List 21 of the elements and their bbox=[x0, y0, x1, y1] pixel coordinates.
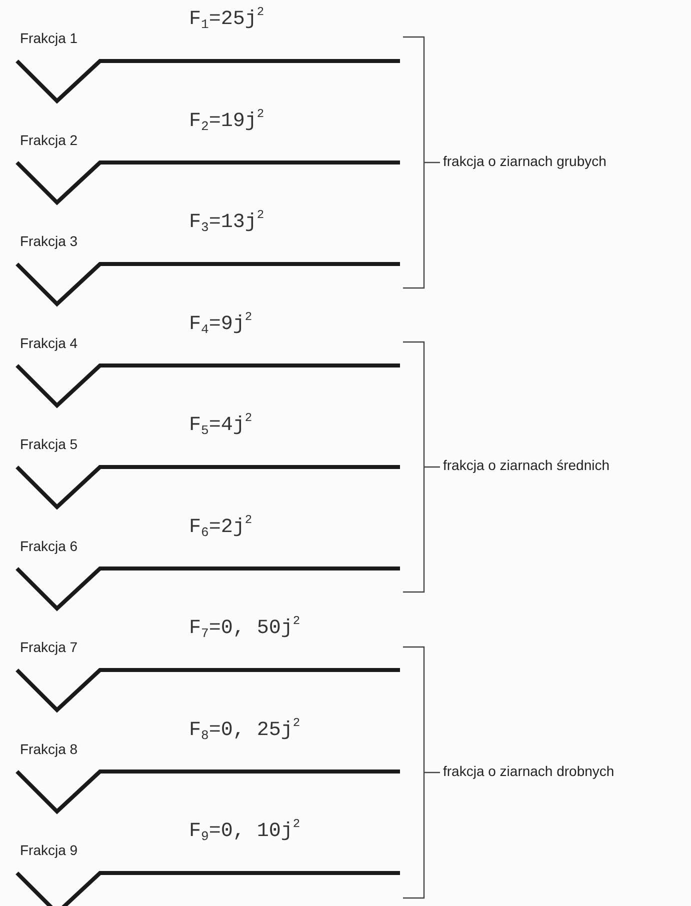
fraction-label: Frakcja 4 bbox=[20, 336, 78, 351]
fraction-label: Frakcja 2 bbox=[20, 132, 78, 148]
fraction-label: Frakcja 6 bbox=[20, 538, 78, 554]
formula: F$_{8}$=0, 25j$^{2}$ bbox=[189, 716, 300, 743]
group-label: frakcja o ziarnach drobnych bbox=[443, 764, 614, 779]
fraction-label: Frakcja 1 bbox=[20, 31, 78, 46]
formula: F$_{5}$=4j$^{2}$ bbox=[189, 412, 252, 438]
formula: F$_{9}$=0, 10j$^{2}$ bbox=[189, 818, 300, 844]
fraction-label: Frakcja 9 bbox=[20, 843, 78, 858]
formula: F$_{3}$=13j$^{2}$ bbox=[189, 209, 264, 236]
fraction-label: Frakcja 7 bbox=[20, 640, 78, 656]
fraction-label: Frakcja 5 bbox=[20, 437, 78, 452]
fraction-label: Frakcja 8 bbox=[20, 742, 78, 757]
formula: F$_{1}$=25j$^{2}$ bbox=[189, 6, 264, 32]
group-label: frakcja o ziarnach średnich bbox=[443, 458, 610, 474]
group-label: frakcja o ziarnach grubych bbox=[443, 154, 606, 169]
formula: F$_{6}$=2j$^{2}$ bbox=[189, 514, 252, 540]
formula: F$_{2}$=19j$^{2}$ bbox=[189, 108, 264, 134]
formula: F$_{4}$=9j$^{2}$ bbox=[189, 310, 252, 337]
fraction-label: Frakcja 3 bbox=[20, 234, 78, 250]
formula: F$_{7}$=0, 50j$^{2}$ bbox=[189, 615, 300, 642]
